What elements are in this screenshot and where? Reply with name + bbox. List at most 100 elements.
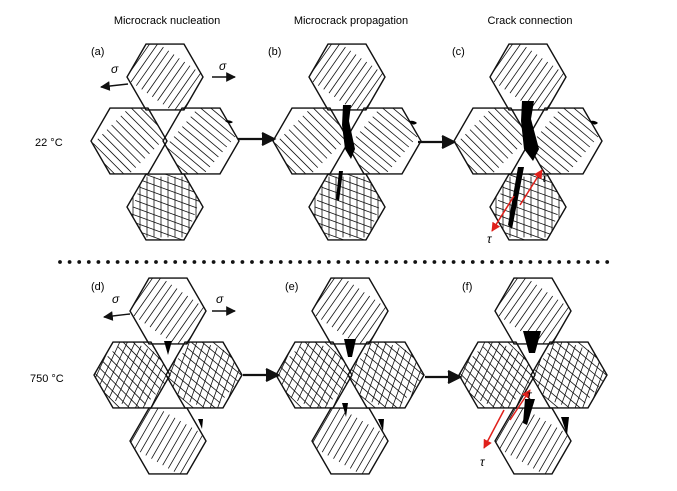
- grain-hatching-top: [312, 278, 388, 344]
- crack-features: [225, 120, 233, 124]
- grain-outline-top: [126, 43, 204, 111]
- grain-hatching-right: [348, 342, 424, 408]
- grain-hatching-bottom: [130, 408, 206, 474]
- tau-label-c-upper: τ: [542, 171, 548, 185]
- separator-dot: [346, 260, 350, 264]
- grain-outline-bottom: [311, 407, 389, 475]
- separator-dot: [250, 260, 254, 264]
- separator-dot: [374, 260, 379, 264]
- grain-outline-right: [525, 107, 603, 175]
- grain-hatching-bottom: [495, 408, 571, 474]
- separator-dot: [442, 260, 446, 264]
- separator-dot: [547, 260, 552, 264]
- separator-dot: [77, 260, 82, 264]
- separator-dot: [182, 260, 187, 264]
- separator-dot: [576, 260, 581, 264]
- grain-outline-bottom: [489, 173, 567, 241]
- process-arrow-d-e: [243, 368, 281, 382]
- crack-features: [164, 341, 203, 429]
- left-stress-arrow: [103, 311, 131, 321]
- separator-dot: [144, 260, 149, 264]
- separator-dot: [230, 260, 235, 264]
- left-stress-arrow: [100, 81, 129, 91]
- grain-outline-top: [494, 277, 572, 345]
- grain-outline-top: [489, 43, 567, 111]
- grain-outline-bottom: [494, 407, 572, 475]
- shear-arrows-c: [491, 169, 543, 232]
- separator-dot: [490, 260, 494, 264]
- sigma-label-right-a: σ: [219, 59, 227, 73]
- sigma-label-right-d: σ: [216, 292, 224, 306]
- row-separator-dots: [58, 260, 610, 264]
- grain-hatching-bottom: [312, 408, 388, 474]
- grain-outline-top: [129, 277, 207, 345]
- separator-dot: [96, 260, 101, 264]
- grain-outline-right: [162, 107, 240, 175]
- separator-dot: [86, 260, 91, 264]
- separator-dot: [557, 260, 562, 264]
- temperature-label-22: 22 °C: [35, 137, 63, 149]
- grain-hatching-right: [166, 342, 242, 408]
- separator-dot: [278, 260, 283, 264]
- separator-dot: [163, 260, 168, 264]
- separator-dot: [192, 260, 197, 264]
- separator-dot: [586, 260, 590, 264]
- separator-dot: [154, 260, 158, 264]
- separator-dot: [211, 260, 216, 264]
- separator-dot: [451, 260, 456, 264]
- panel-c: [453, 43, 603, 241]
- separator-dot: [470, 260, 475, 264]
- separator-dot: [307, 260, 312, 264]
- panel-b: [272, 43, 422, 241]
- grain-outline-bottom: [308, 173, 386, 241]
- separator-dot: [202, 260, 206, 264]
- panel-label-a: (a): [91, 46, 104, 58]
- crack-features: [508, 101, 598, 229]
- separator-dot: [67, 260, 72, 264]
- panel-e: [275, 277, 425, 475]
- separator-dot: [326, 260, 331, 264]
- separator-dot: [115, 260, 120, 264]
- grain-outline-right: [165, 341, 243, 409]
- separator-dot: [336, 260, 341, 264]
- tau-label-f-lower: τ: [480, 455, 486, 469]
- separator-dot: [566, 260, 571, 264]
- separator-dot: [605, 260, 610, 264]
- grain-outline-top: [311, 277, 389, 345]
- separator-dot: [365, 260, 370, 264]
- separator-dot: [134, 260, 139, 264]
- separator-dot: [432, 260, 437, 264]
- separator-dot: [595, 260, 600, 264]
- grain-outline-bottom: [129, 407, 207, 475]
- separator-dot: [173, 260, 178, 264]
- panel-f: [458, 277, 608, 475]
- stress-arrows-top: [100, 72, 236, 91]
- grain-hatching-bottom: [309, 174, 385, 240]
- sigma-label-left-d: σ: [112, 292, 120, 306]
- header-nucleation: Microcrack nucleation: [114, 15, 220, 27]
- process-arrow-a-b: [238, 132, 277, 146]
- separator-dot: [58, 260, 62, 264]
- header-propagation: Microcrack propagation: [294, 15, 408, 27]
- separator-dot: [384, 260, 389, 264]
- grain-hatching-left: [459, 342, 535, 408]
- tau-label-f-upper: τ: [527, 388, 533, 402]
- sigma-label-left-a: σ: [111, 62, 119, 76]
- panel-label-e: (e): [285, 281, 298, 293]
- separator-dot: [518, 260, 523, 264]
- panel-d: [93, 277, 243, 475]
- separator-dot: [528, 260, 533, 264]
- grain-hatching-top: [130, 278, 206, 344]
- panel-label-d: (d): [91, 281, 104, 293]
- grain-outline-right: [344, 107, 422, 175]
- separator-dot: [422, 260, 427, 264]
- shear-arrow-down: [491, 195, 515, 232]
- separator-dot: [259, 260, 264, 264]
- separator-dot: [413, 260, 418, 264]
- panel-label-f: (f): [462, 281, 472, 293]
- panel-label-c: (c): [452, 46, 465, 58]
- separator-dot: [317, 260, 322, 264]
- separator-dot: [509, 260, 514, 264]
- process-arrows: [238, 132, 463, 384]
- separator-dot: [288, 260, 293, 264]
